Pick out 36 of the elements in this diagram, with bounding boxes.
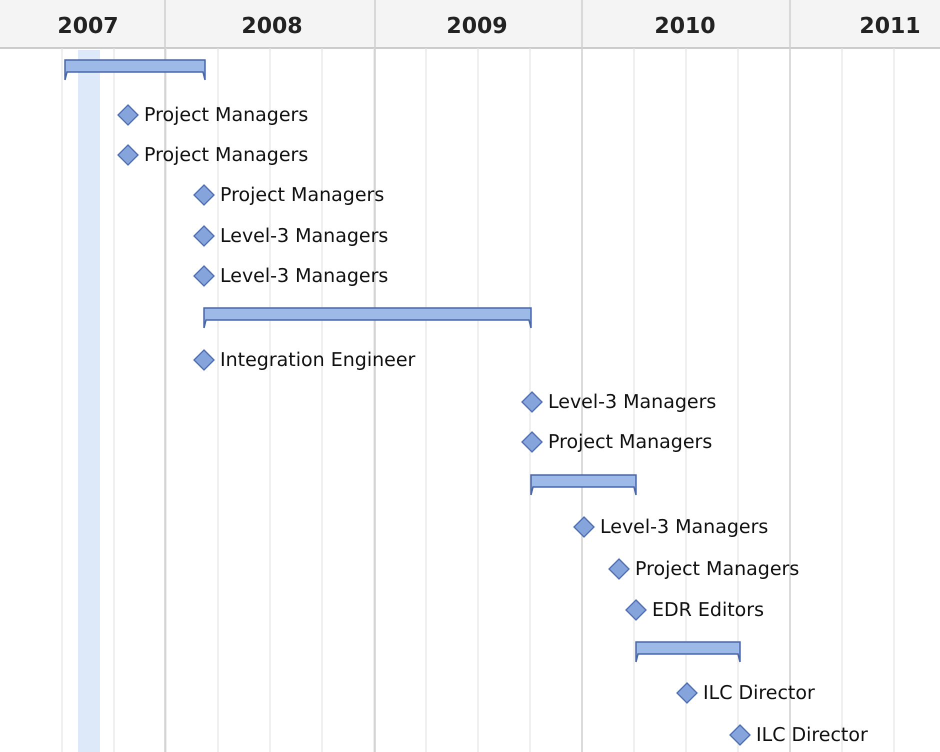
- milestone-label: Level-3 Managers: [220, 225, 388, 247]
- milestone-diamond: [193, 225, 215, 247]
- milestone-label: Project Managers: [635, 558, 800, 580]
- milestone-label: Integration Engineer: [220, 349, 416, 371]
- year-label: 2009: [446, 14, 508, 39]
- milestone-diamond: [729, 724, 751, 746]
- milestone-label: EDR Editors: [652, 599, 764, 621]
- summary-bar: [202, 306, 533, 330]
- year-label: 2010: [654, 14, 716, 39]
- summary-bar: [529, 473, 638, 497]
- milestone-label: Project Managers: [220, 184, 384, 206]
- milestone-diamond: [676, 682, 698, 704]
- milestone-label: Level-3 Managers: [220, 265, 388, 287]
- milestone-diamond: [117, 144, 139, 166]
- milestone-label: Project Managers: [144, 144, 308, 166]
- summary-bar: [634, 640, 742, 664]
- milestone-label: ILC Director: [703, 682, 815, 704]
- year-label: 2008: [241, 14, 303, 39]
- milestone-diamond: [521, 431, 543, 453]
- milestone-diamond: [193, 349, 215, 371]
- milestone-diamond: [193, 184, 215, 206]
- year-label: 2011: [859, 14, 921, 39]
- milestone-diamond: [193, 265, 215, 287]
- year-label: 2007: [57, 14, 119, 39]
- current-date-band: [78, 50, 100, 752]
- milestone-label: ILC Director: [756, 724, 868, 746]
- milestone-diamond: [117, 104, 139, 126]
- milestone-label: Project Managers: [144, 104, 308, 126]
- milestone-label: Project Managers: [548, 431, 712, 453]
- milestone-diamond: [521, 391, 543, 413]
- milestone-label: Level-3 Managers: [600, 516, 768, 538]
- summary-bar: [63, 58, 207, 82]
- milestone-diamond: [573, 516, 595, 538]
- milestone-diamond: [625, 599, 647, 621]
- milestone-label: Level-3 Managers: [548, 391, 716, 413]
- milestone-diamond: [608, 558, 630, 580]
